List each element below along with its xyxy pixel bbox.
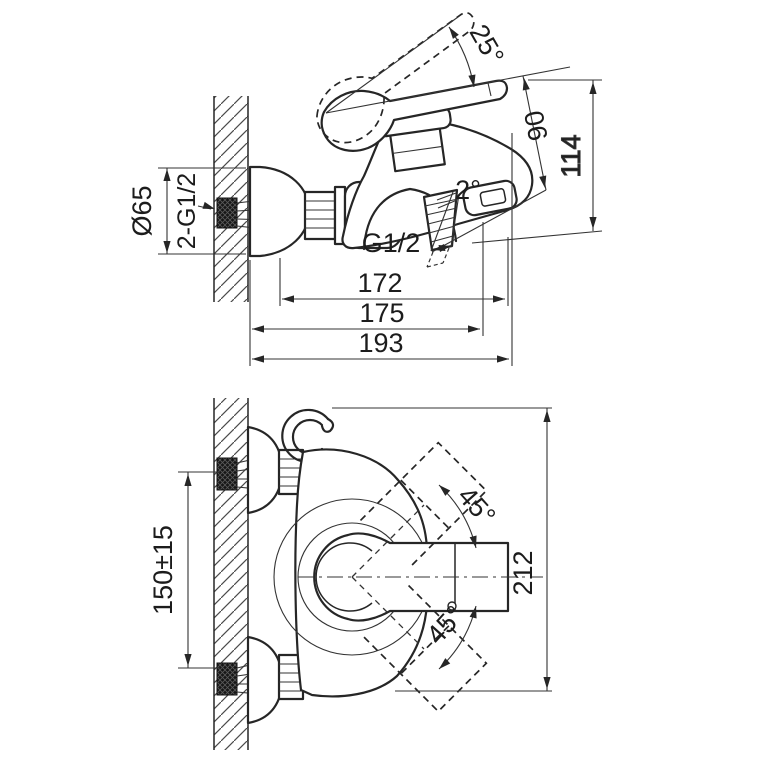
side-view: 25° 90 114 Ø65 2-G1/ <box>127 11 603 366</box>
front-view: 45° 45° 150±15 212 <box>148 398 552 750</box>
dim-label-90: 90 <box>519 108 554 143</box>
outlet-cap-side <box>462 179 518 217</box>
dim-label-2deg: 2° <box>455 175 481 205</box>
dim-label-2-g12: 2-G1/2 <box>173 173 201 249</box>
threaded-connector-side <box>303 185 347 246</box>
label-outlet-thread: G1/2 <box>362 228 421 258</box>
handle-position-down-dashed <box>359 584 488 713</box>
projection-box-side <box>325 16 571 253</box>
handle-tip-detail <box>487 82 492 97</box>
handle-position-up-dashed <box>359 441 488 570</box>
wall-anchor-upper <box>216 457 238 491</box>
dim-inlet-spacing: 150±15 <box>148 471 220 669</box>
wall-anchor-side <box>216 197 238 229</box>
dim-depths: 172 175 193 <box>249 133 513 366</box>
dim-label-150: 150±15 <box>148 525 178 615</box>
dim-label-212: 212 <box>508 550 538 595</box>
escutcheon-lower <box>246 635 284 725</box>
handle-pin-detail <box>447 601 457 611</box>
faucet-body-side <box>341 118 534 250</box>
dim-outlet-taper: 2° <box>430 175 481 254</box>
dim-label-172: 172 <box>357 268 402 298</box>
escutcheon-upper <box>246 425 284 515</box>
dim-body-depth: 90 <box>519 77 554 189</box>
dim-label-25deg: 25° <box>464 19 510 69</box>
escutcheon-side <box>248 165 311 258</box>
dim-total-width: 212 <box>332 407 552 692</box>
dim-label-45-up: 45° <box>452 481 502 531</box>
label-wall-thread: 2-G1/2 <box>173 173 217 249</box>
dim-label-d65: Ø65 <box>127 185 157 236</box>
handle-lever-raised-dashed <box>316 11 475 144</box>
dim-handle-angle: 25° <box>446 19 510 88</box>
handle-front <box>313 504 510 650</box>
dim-escutcheon-diameter: Ø65 <box>127 167 246 255</box>
dim-label-193: 193 <box>358 328 403 358</box>
dim-label-114: 114 <box>556 134 586 177</box>
dim-height-114: 114 <box>471 79 603 244</box>
wall-anchor-lower <box>216 662 238 696</box>
wall-section-front <box>213 398 249 750</box>
dim-label-175: 175 <box>359 298 404 328</box>
